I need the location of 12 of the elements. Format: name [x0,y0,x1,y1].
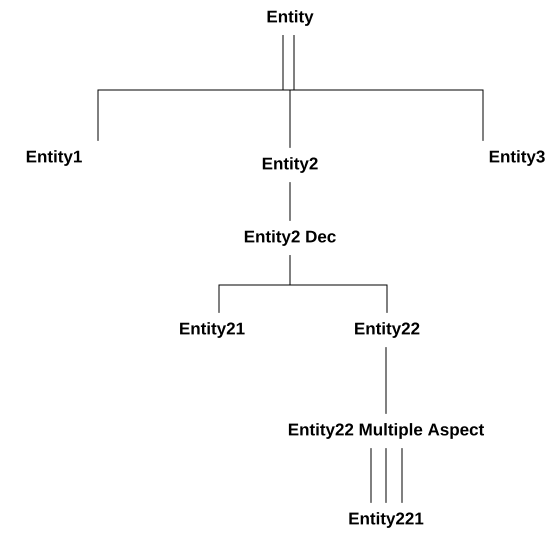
connector-line [282,34,484,142]
entity-label: Entity2 Dec [244,230,336,246]
connector-line [370,448,402,504]
entity-label: Entity2 [262,157,318,173]
entity-label: Entity [268,10,314,26]
entity-label: Entity21 [180,322,245,338]
entity-label: Entity221 [349,512,424,528]
entity-label: Entity3 [490,150,545,166]
entity-label: Entity1 [26,150,82,166]
entity-label: Entity22 Multiple Aspect [288,423,484,439]
connector-line [290,254,388,314]
entity-label: Entity22 [355,322,420,338]
